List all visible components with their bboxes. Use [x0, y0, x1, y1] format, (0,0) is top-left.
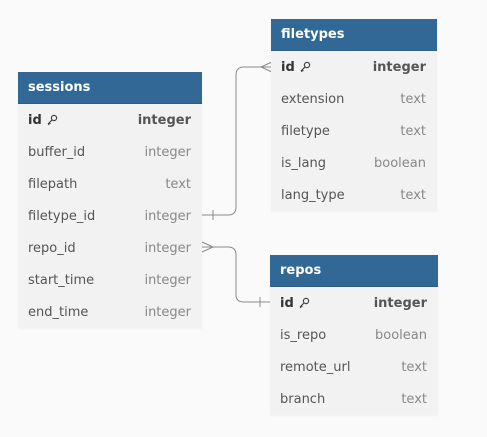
column-type: integer [144, 144, 191, 160]
column-type: integer [144, 304, 191, 320]
column-row[interactable]: remote_url text [270, 351, 438, 383]
column-name: filetype [281, 123, 330, 139]
column-row[interactable]: filetype text [271, 115, 437, 147]
table-sessions-header[interactable]: sessions [18, 72, 202, 104]
crowfoot-filetypes [260, 61, 273, 73]
relation-repo-connector [202, 246, 271, 303]
column-name: filetype_id [28, 208, 96, 224]
column-name: start_time [28, 272, 95, 288]
column-type: boolean [375, 327, 427, 343]
column-row[interactable]: is_lang boolean [271, 147, 437, 179]
column-name: lang_type [281, 187, 345, 203]
column-type: text [400, 123, 426, 139]
column-name: remote_url [280, 359, 351, 375]
column-name: id [28, 112, 42, 128]
column-name: is_lang [281, 155, 326, 171]
column-row[interactable]: end_time integer [18, 296, 202, 328]
column-name: is_repo [280, 327, 327, 343]
column-name: id [281, 59, 295, 75]
column-type: integer [137, 112, 191, 128]
table-sessions[interactable]: sessions id integer buffer_id integer fi… [18, 72, 202, 328]
column-name: filepath [28, 176, 78, 192]
column-type: integer [144, 272, 191, 288]
column-row[interactable]: branch text [270, 383, 438, 415]
column-type: text [400, 187, 426, 203]
column-type: boolean [374, 155, 426, 171]
column-type: text [401, 359, 427, 375]
column-type: text [400, 91, 426, 107]
column-type: integer [373, 295, 427, 311]
column-row[interactable]: start_time integer [18, 264, 202, 296]
column-type: integer [144, 240, 191, 256]
table-filetypes[interactable]: filetypes id integer extension text file… [271, 19, 437, 211]
column-type: integer [144, 208, 191, 224]
table-repos[interactable]: repos id integer is_repo boolean remote_… [270, 255, 438, 415]
column-row[interactable]: extension text [271, 83, 437, 115]
table-title: filetypes [281, 27, 345, 42]
column-name: id [280, 295, 294, 311]
column-row[interactable]: is_repo boolean [270, 319, 438, 351]
table-title: repos [280, 263, 322, 278]
column-name: extension [281, 91, 345, 107]
column-row-pk[interactable]: id integer [270, 287, 438, 319]
column-type: text [165, 176, 191, 192]
column-name: end_time [28, 304, 89, 320]
column-type: integer [372, 59, 426, 75]
table-title: sessions [28, 80, 91, 95]
column-name: repo_id [28, 240, 76, 256]
column-row[interactable]: buffer_id integer [18, 136, 202, 168]
column-row-pk[interactable]: id integer [271, 51, 437, 83]
column-name: buffer_id [28, 144, 86, 160]
column-row[interactable]: repo_id integer [18, 232, 202, 264]
column-name: branch [280, 391, 326, 407]
table-repos-header[interactable]: repos [270, 255, 438, 287]
relation-filetype-connector [202, 66, 272, 216]
column-row[interactable]: lang_type text [271, 179, 437, 211]
crowfoot-sessions [201, 241, 214, 253]
column-row-pk[interactable]: id integer [18, 104, 202, 136]
column-type: text [401, 391, 427, 407]
column-row[interactable]: filetype_id integer [18, 200, 202, 232]
column-row[interactable]: filepath text [18, 168, 202, 200]
key-icon [298, 297, 310, 309]
table-filetypes-header[interactable]: filetypes [271, 19, 437, 51]
key-icon [299, 61, 311, 73]
key-icon [46, 114, 58, 126]
